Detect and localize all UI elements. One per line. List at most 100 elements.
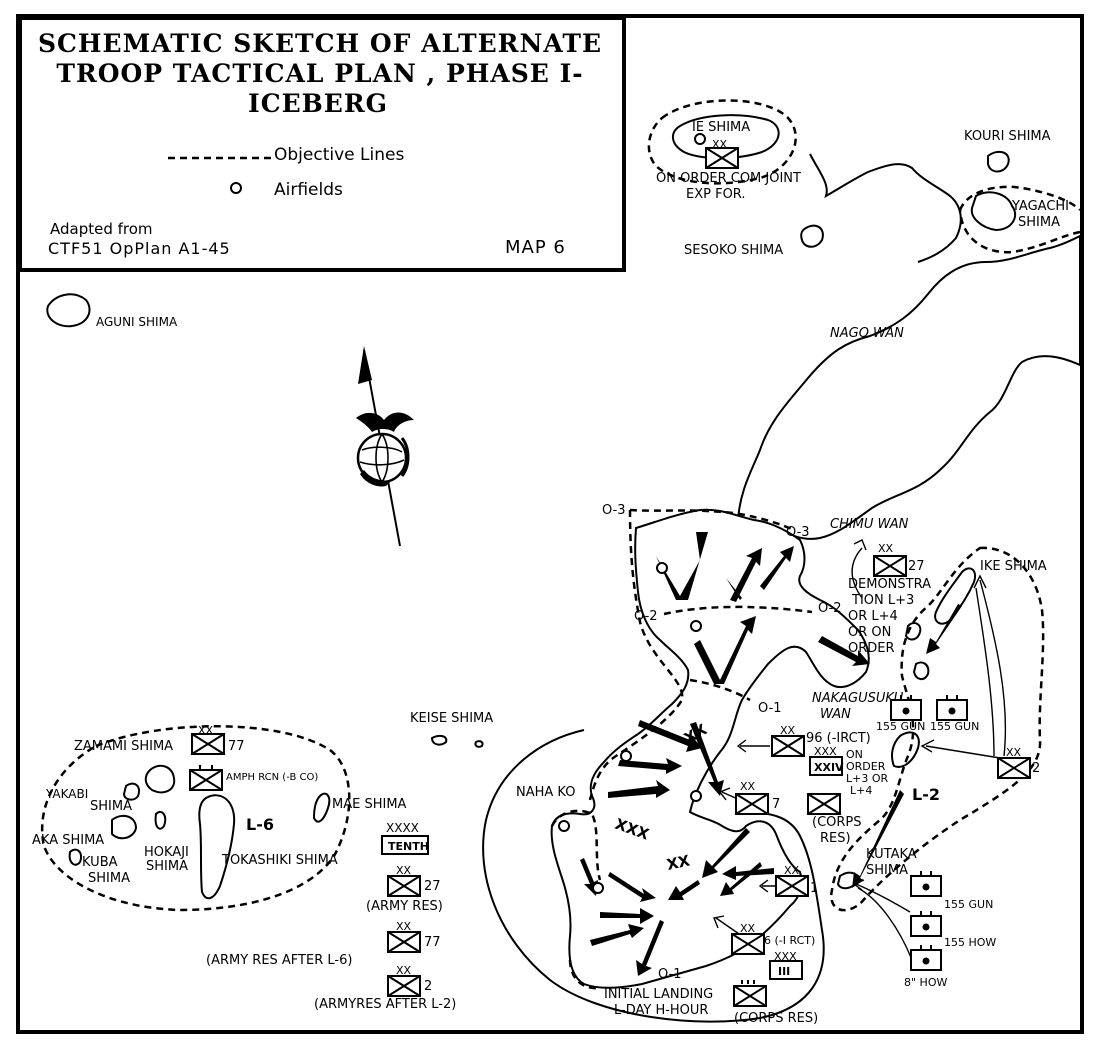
unit-2nd-division-east: XX 2 xyxy=(997,746,1040,779)
label-yakabi-2: SHIMA xyxy=(90,799,132,814)
demo-line-5: ORDER xyxy=(848,641,895,656)
label-yagachi-2: SHIMA xyxy=(1018,215,1060,230)
yagachi-objective xyxy=(958,185,1081,254)
echelon-xxx: XXX xyxy=(814,745,837,758)
marine-corps-emblem-icon xyxy=(356,412,414,487)
demo-line-2: TION L+3 xyxy=(851,593,914,608)
amph-rcn-label: AMPH RCN (-B CO) xyxy=(226,772,318,783)
echelon-xxxx: XXXX xyxy=(386,821,419,835)
legend-airfield-icon xyxy=(230,182,242,194)
label-hokaji-2: SHIMA xyxy=(146,859,188,874)
label-naha-ko: NAHA KO xyxy=(516,785,575,800)
island-east-3 xyxy=(891,731,920,768)
label-l2: L-2 xyxy=(912,785,940,804)
unit-7th-division: XX 7 xyxy=(735,780,780,815)
airfield-ie-shima xyxy=(694,133,706,145)
unit-xxiv-corps: XXX XXIV ON ORDER L+3 OR L+4 xyxy=(809,745,888,797)
airfield-south xyxy=(592,882,604,894)
how-label-8: 8" HOW xyxy=(904,976,947,989)
army-res-l6-label: (ARMY RES AFTER L-6) xyxy=(206,953,352,968)
airfield-machinato xyxy=(620,750,632,762)
corps-label-xxiv: XXIV xyxy=(814,761,844,774)
xxiv-order-3: L+3 OR xyxy=(846,772,888,785)
xxiv-order-2: ORDER xyxy=(846,760,886,773)
label-kuba-2: SHIMA xyxy=(88,871,130,886)
echelon-xx: XX xyxy=(740,780,756,793)
echelon-xx: XX xyxy=(396,864,412,877)
o2-line xyxy=(663,605,813,616)
unit-ie-shima-division: XX ON ORDER COM JOINT EXP FOR. xyxy=(656,138,801,202)
label-kutaka-2: SHIMA xyxy=(866,863,908,878)
label-chimu-wan: CHIMU WAN xyxy=(830,517,909,532)
unit-2nd-army-reserve: XX 2 (ARMYRES AFTER L-2) xyxy=(314,964,456,1012)
how-label-155: 155 HOW xyxy=(944,936,996,949)
unit-155-guns-upper: 155 GUN 155 GUN xyxy=(876,694,979,733)
tenth-label: TENTH xyxy=(388,840,429,853)
title-box: SCHEMATIC SKETCH OF ALTERNATE TROOP TACT… xyxy=(18,16,626,272)
label-yakabi-1: YAKABI xyxy=(45,787,88,801)
xxiv-order-4: L+4 xyxy=(850,784,872,797)
east-objective xyxy=(829,546,1045,912)
attack-arrows xyxy=(580,532,962,976)
ie-shima-island xyxy=(672,114,780,159)
hokaji-island xyxy=(154,810,167,830)
label-kuba-1: KUBA xyxy=(82,855,118,870)
label-nakagusuku-2: WAN xyxy=(820,707,851,722)
label-keise-shima: KEISE SHIMA xyxy=(410,711,493,726)
echelon-xx: XX xyxy=(784,864,800,877)
xxiv-order-1: ON xyxy=(846,748,863,761)
okinawa-main xyxy=(550,508,870,989)
title-line-1: SCHEMATIC SKETCH OF ALTERNATE xyxy=(38,29,602,58)
south-landing-line xyxy=(550,809,602,990)
demo-line-4: OR ON xyxy=(848,625,891,640)
echelon-xx: XX xyxy=(396,920,412,933)
tokashiki-island xyxy=(198,794,236,900)
demo-line-1: DEMONSTRA xyxy=(848,577,931,592)
kuba-island xyxy=(68,848,82,866)
label-o2-left: O-2 xyxy=(634,609,658,624)
initial-landing-2: L-DAY H-HOUR xyxy=(614,1003,708,1018)
corps-res-bottom-label: (CORPS RES) xyxy=(734,1011,818,1026)
unit-27th-army-reserve: XX 27 (ARMY RES) xyxy=(366,864,443,914)
echelon-xx: XX xyxy=(740,922,756,935)
unit-number-2: 2 xyxy=(1032,761,1040,776)
landing-area-outline xyxy=(482,729,825,1023)
label-ie-shima: IE SHIMA xyxy=(692,120,750,135)
o1-upper-line xyxy=(689,678,751,702)
kouri-shima-island xyxy=(987,150,1010,173)
unit-number-77-res: 77 xyxy=(424,935,441,950)
sesoko-shima-island xyxy=(800,224,824,248)
initial-landing-1: INITIAL LANDING xyxy=(604,987,713,1002)
unit-96th-division: XX 96 (-IRCT) xyxy=(771,724,871,757)
unit-label-6: 6 (-I RCT) xyxy=(764,934,815,947)
label-o1-lower: O-1 xyxy=(658,967,682,982)
label-aka-shima: AKA SHIMA xyxy=(32,833,104,848)
airfields xyxy=(558,133,706,894)
airfield-yontan xyxy=(656,562,668,574)
label-ike-shima: IKE SHIMA xyxy=(980,559,1047,574)
zamami-island xyxy=(144,764,176,794)
map-number: MAP 6 xyxy=(505,237,566,258)
label-tokashiki-shima: TOKASHIKI SHIMA xyxy=(221,853,338,868)
label-sesoko-shima: SESOKO SHIMA xyxy=(684,243,783,258)
ie-order-2: EXP FOR. xyxy=(686,187,746,202)
o3-line xyxy=(629,508,795,532)
airfield-yonabaru xyxy=(690,790,702,802)
keise-shima-island-1 xyxy=(430,734,448,746)
unit-6th-division: XX 6 (-I RCT) xyxy=(731,922,815,955)
boundary-xx-2: XX xyxy=(665,851,692,874)
label-nakagusuku-1: NAKAGUSUKU xyxy=(812,691,904,706)
unit-artillery-south: 155 GUN 155 HOW 8" HOW xyxy=(904,870,996,989)
legend-airfield-label: Airfields xyxy=(274,180,343,200)
source-line-1: Adapted from xyxy=(50,220,153,238)
unit-77th-kerama: XX 77 AMPH RCN (-B CO) xyxy=(189,724,318,791)
gun-label-1: 155 GUN xyxy=(876,720,925,733)
unit-number-27: 27 xyxy=(908,559,925,574)
keise-shima-island-2 xyxy=(474,740,484,748)
source-line-2: CTF51 OpPlan A1-45 xyxy=(48,239,231,258)
label-o3-right: O-3 xyxy=(786,525,810,540)
label-o1-upper: O-1 xyxy=(758,701,782,716)
corps-res-2: RES) xyxy=(820,831,851,846)
